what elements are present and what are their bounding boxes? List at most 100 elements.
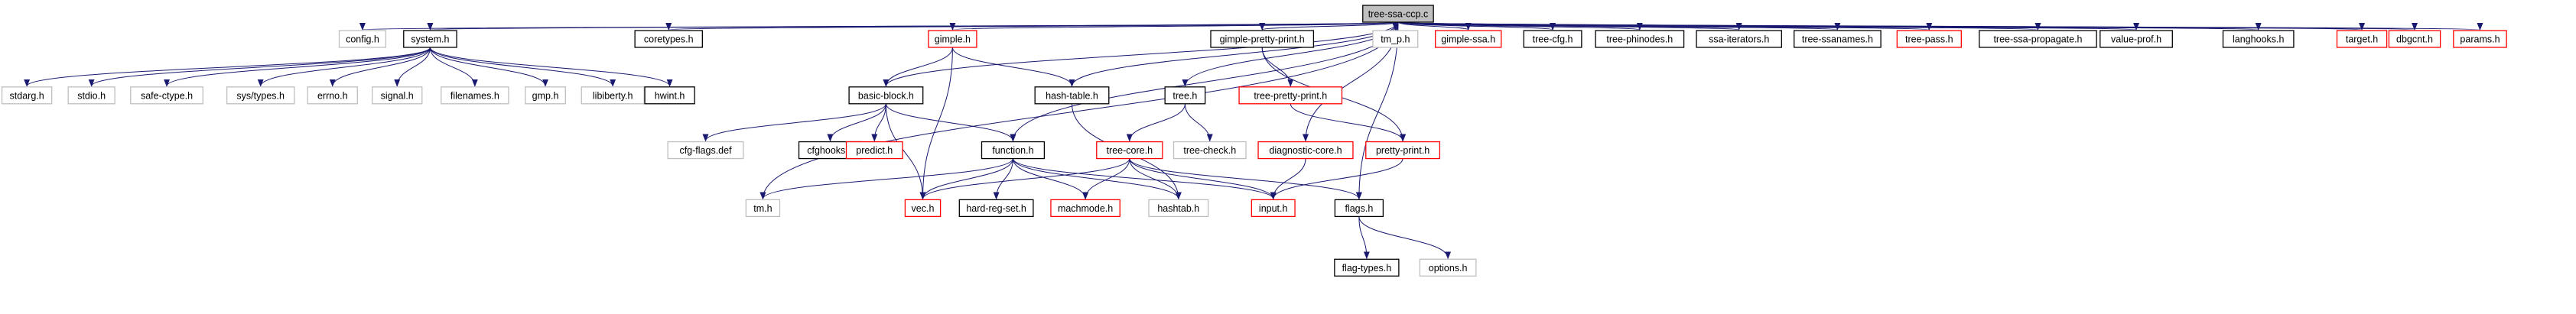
node-prettyprint[interactable]: pretty-print.h	[1365, 141, 1441, 160]
node-box-target	[2336, 30, 2388, 48]
node-tree[interactable]: tree.h	[1164, 86, 1206, 105]
node-label-tmp: tm_p.h	[1381, 34, 1410, 45]
edge-basicblock-to-vec	[885, 103, 926, 200]
node-valueprof[interactable]: value-prof.h	[2100, 30, 2173, 48]
edge-basicblock-to-predict	[871, 103, 886, 142]
node-root[interactable]: tree-ssa-ccp.c	[1362, 5, 1434, 23]
node-gpp[interactable]: gimple-pretty-print.h	[1210, 30, 1315, 48]
node-hwint[interactable]: hwint.h	[644, 86, 695, 105]
node-label-predict: predict.h	[856, 145, 893, 156]
node-label-stdarg: stdarg.h	[10, 90, 44, 101]
node-label-tm: tm.h	[753, 203, 772, 214]
node-label-cfghooks: cfghooks.h	[807, 145, 854, 156]
edge-basicblock-to-cfghooks	[827, 103, 886, 142]
node-box-options	[1419, 258, 1477, 277]
edge-system-to-signal	[394, 47, 431, 87]
node-stdarg: stdarg.h	[1, 86, 53, 105]
edge-flags-to-options	[1358, 216, 1452, 260]
node-label-hardregset: hard-reg-set.h	[966, 203, 1026, 214]
node-function[interactable]: function.h	[981, 141, 1046, 160]
node-box-tree	[1164, 86, 1206, 105]
edge-layer	[24, 21, 2481, 260]
node-basicblock[interactable]: basic-block.h	[848, 86, 924, 105]
node-label-gssa: gimple-ssa.h	[1441, 34, 1495, 45]
edge-root-to-coretypes	[667, 21, 1399, 31]
node-gimple[interactable]: gimple.h	[928, 30, 977, 48]
node-box-hardregset	[958, 199, 1034, 218]
node-box-cfgflags	[667, 141, 744, 160]
node-label-propagate: tree-ssa-propagate.h	[1993, 34, 2082, 45]
node-systypes: sys/types.h	[226, 86, 295, 105]
edge-root-to-flags	[1355, 21, 1399, 200]
edge-flags-to-flagtypes	[1358, 216, 1370, 260]
node-flagtypes[interactable]: flag-types.h	[1334, 258, 1400, 277]
node-predict[interactable]: predict.h	[845, 141, 903, 160]
node-box-ssanames	[1794, 30, 1882, 48]
node-machmode[interactable]: machmode.h	[1050, 199, 1120, 218]
node-system[interactable]: system.h	[403, 30, 457, 48]
node-treepass[interactable]: tree-pass.h	[1896, 30, 1962, 48]
node-box-tmp	[1372, 30, 1419, 48]
node-coretypes[interactable]: coretypes.h	[634, 30, 703, 48]
node-hashtable[interactable]: hash-table.h	[1034, 86, 1110, 105]
node-label-signal: signal.h	[381, 90, 414, 101]
node-label-config: config.h	[346, 34, 379, 45]
node-box-filenames	[441, 86, 509, 105]
edge-root-to-params	[1397, 21, 2481, 31]
node-target[interactable]: target.h	[2336, 30, 2388, 48]
node-box-safectype	[130, 86, 203, 105]
node-label-prettyprint: pretty-print.h	[1376, 145, 1429, 156]
node-box-propagate	[1979, 30, 2097, 48]
node-phinodes[interactable]: tree-phinodes.h	[1595, 30, 1685, 48]
node-label-langhooks: langhooks.h	[2233, 34, 2284, 45]
node-flags[interactable]: flags.h	[1334, 199, 1384, 218]
node-box-gpp	[1210, 30, 1315, 48]
edge-treecore-to-machmode	[1082, 158, 1130, 200]
node-vec[interactable]: vec.h	[904, 199, 942, 218]
node-label-machmode: machmode.h	[1058, 203, 1113, 214]
node-label-basicblock: basic-block.h	[858, 90, 914, 101]
node-box-params	[2453, 30, 2507, 48]
edge-treeprettyprint-to-prettyprint	[1290, 103, 1407, 142]
edge-gpp-to-treeprettyprint	[1261, 47, 1294, 87]
edge-root-to-gssa	[1397, 21, 1472, 31]
edge-system-to-stdio	[88, 47, 431, 87]
node-gssa[interactable]: gimple-ssa.h	[1435, 30, 1502, 48]
node-label-flagtypes: flag-types.h	[1342, 263, 1392, 274]
node-params[interactable]: params.h	[2453, 30, 2507, 48]
node-box-ssaiter	[1696, 30, 1782, 48]
edge-root-to-gimple	[950, 21, 1399, 31]
node-hardregset[interactable]: hard-reg-set.h	[958, 199, 1034, 218]
edge-function-to-vec	[919, 158, 1013, 200]
node-label-ssanames: tree-ssanames.h	[1802, 34, 1873, 45]
node-treeprettyprint[interactable]: tree-pretty-print.h	[1238, 86, 1343, 105]
node-propagate[interactable]: tree-ssa-propagate.h	[1979, 30, 2097, 48]
node-layer: tree-ssa-ccp.c config.h system.h coretypes.…	[1, 5, 2507, 277]
node-treecfg[interactable]: tree-cfg.h	[1523, 30, 1582, 48]
node-box-hwint	[644, 86, 695, 105]
node-treecore[interactable]: tree-core.h	[1096, 141, 1163, 160]
node-box-prettyprint	[1365, 141, 1441, 160]
node-cfgflags: cfg-flags.def	[667, 141, 744, 160]
edge-gimple-to-vec	[919, 47, 953, 200]
node-box-valueprof	[2100, 30, 2173, 48]
node-box-phinodes	[1595, 30, 1685, 48]
node-ssanames[interactable]: tree-ssanames.h	[1794, 30, 1882, 48]
edge-basicblock-to-cfgflags	[702, 103, 886, 142]
node-label-cfgflags: cfg-flags.def	[679, 145, 732, 156]
node-ssaiter[interactable]: ssa-iterators.h	[1696, 30, 1782, 48]
node-box-stdio	[67, 86, 115, 105]
node-label-coretypes: coretypes.h	[644, 34, 694, 45]
node-label-treecore: tree-core.h	[1107, 145, 1153, 156]
node-treecheck: tree-check.h	[1173, 141, 1247, 160]
node-input[interactable]: input.h	[1251, 199, 1296, 218]
node-safectype: safe-ctype.h	[130, 86, 203, 105]
node-hashtab: hashtab.h	[1148, 199, 1209, 218]
node-langhooks[interactable]: langhooks.h	[2222, 30, 2295, 48]
edge-system-to-filenames	[429, 47, 478, 87]
node-gmp: gmp.h	[525, 86, 566, 105]
node-box-signal	[372, 86, 423, 105]
node-dbgcnt[interactable]: dbgcnt.h	[2388, 30, 2441, 48]
node-diagcore[interactable]: diagnostic-core.h	[1257, 141, 1354, 160]
